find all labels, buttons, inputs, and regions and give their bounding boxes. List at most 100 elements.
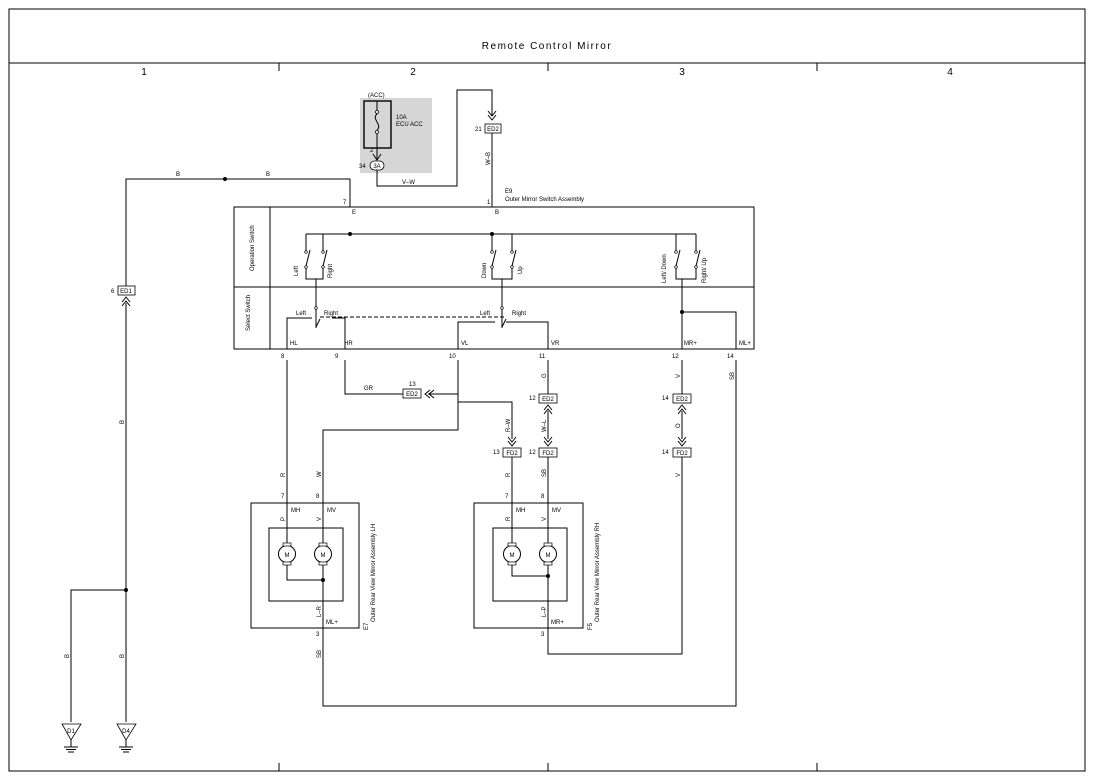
wire-lr: L–R (317, 605, 323, 617)
wire-sb1: SB (730, 372, 736, 380)
op-left: Left (294, 266, 300, 276)
wire-wl: W–L (542, 419, 548, 432)
conn-fd2-13-name: FD2 (506, 451, 518, 457)
fuse-rating: 10A (396, 115, 407, 121)
mirror-rh-m1: M (510, 553, 515, 559)
pin-vr: 11 (539, 354, 546, 360)
fuse-pin: 2 (370, 148, 374, 154)
wire-wb: W–B (486, 152, 492, 165)
mirror-lh-ml: ML+ (326, 620, 338, 626)
mirror-lh-m1: M (285, 553, 290, 559)
conn-ed2-13-pin: 13 (409, 382, 416, 388)
wire-p: P (281, 517, 287, 521)
sel-left-1: Left (296, 311, 306, 317)
wire-r3: R (506, 516, 512, 521)
mirror-lh-p7: 7 (281, 494, 285, 500)
wire-v2: V (676, 473, 682, 477)
term-hr: HR (344, 341, 353, 347)
mirror-lh-assembly (250, 502, 360, 629)
mirror-lh-name: Outer Rear View Mirror Assembly LH (371, 524, 377, 622)
mirror-lh-p3: 3 (316, 632, 320, 638)
sel-right-1: Right (324, 311, 338, 317)
conn-ed2-top-name: ED2 (487, 127, 499, 133)
conn-ed2-13-name: ED2 (406, 392, 418, 398)
wire-b-vert2: B (65, 654, 71, 658)
op-right-up: Right/ Up (702, 257, 708, 283)
conn-ed2-top-pin: 21 (475, 127, 482, 133)
top-wires (125, 89, 502, 290)
column-label-4: 4 (947, 67, 953, 78)
pin-b: 1 (487, 200, 491, 206)
wire-g: G (542, 373, 548, 378)
term-b: B (495, 210, 499, 216)
fuse-block (360, 98, 432, 173)
switch-name: Outer Mirror Switch Assembly (505, 197, 584, 203)
op-up: Up (518, 266, 524, 274)
wire-sb3: SB (317, 650, 323, 658)
op-left-down: Left/ Down (662, 254, 668, 283)
conn-ed1-pin: 6 (111, 289, 115, 295)
term-mrp: MR+ (684, 341, 697, 347)
column-label-2: 2 (410, 67, 416, 78)
fuse-name: ECU ACC (396, 122, 423, 128)
wire-vw: V–W (402, 180, 415, 186)
wire-r2: R (506, 472, 512, 477)
ground-symbols (61, 723, 137, 753)
wire-lp: L–P (542, 606, 548, 617)
mirror-lh-id: E7 (364, 622, 370, 630)
conn-ed2-12-pin: 12 (529, 396, 536, 402)
switch-id: E9 (505, 189, 513, 195)
mirror-lh-mh: MH (291, 508, 300, 514)
pin-hl: 8 (281, 354, 285, 360)
term-e: E (352, 210, 356, 216)
conn-fd2-12-pin: 12 (529, 450, 536, 456)
op-down: Down (482, 263, 488, 278)
conn-fd2-13-pin: 13 (493, 450, 500, 456)
wire-v3: V (317, 517, 323, 521)
wire-v1: V (676, 374, 682, 378)
conn-ed2-12-name: ED2 (542, 397, 554, 403)
mirror-rh-p7: 7 (505, 494, 509, 500)
wire-b-top1: B (176, 172, 180, 178)
select-switch-label: Select Switch (246, 295, 252, 331)
column-label-3: 3 (679, 67, 685, 78)
pin-e: 7 (343, 200, 347, 206)
lower-wires (70, 285, 737, 722)
switch-assembly (233, 206, 755, 350)
term-vl: VL (461, 341, 469, 347)
conn-fd2-14-name: FD2 (676, 451, 688, 457)
mirror-lh-m2: M (321, 553, 326, 559)
conn-ed2-14-pin: 14 (662, 396, 669, 402)
term-mlp: ML+ (739, 341, 751, 347)
mirror-rh-mv: MV (552, 508, 561, 514)
conn-fd2-14-pin: 14 (662, 450, 669, 456)
mirror-rh-id: F5 (588, 622, 594, 630)
mirror-rh-p3: 3 (541, 632, 545, 638)
mirror-lh-mv: MV (327, 508, 336, 514)
pin-mlp: 14 (727, 354, 734, 360)
conn-ed2-14-name: ED2 (676, 397, 688, 403)
wire-b-vert3: B (120, 654, 126, 658)
mirror-rh-mr: MR+ (551, 620, 564, 626)
wire-b-vert1: B (120, 420, 126, 424)
mirror-rh-m2: M (546, 553, 551, 559)
operation-switch-label: Operation Switch (250, 225, 256, 271)
op-right: Right (328, 264, 334, 278)
fuse-acc-label: (ACC) (368, 93, 385, 99)
wire-w1: W (317, 471, 323, 477)
wire-sb2: SB (542, 469, 548, 477)
mirror-lh-p8: 8 (316, 494, 320, 500)
wire-rw: R–W (506, 418, 512, 432)
fuse-conn: 3A (373, 164, 380, 170)
conn-fd2-12-name: FD2 (542, 451, 554, 457)
pin-hr: 9 (335, 354, 339, 360)
wire-r1: R (281, 472, 287, 477)
wire-b-top2: B (266, 172, 270, 178)
wire-v4: V (542, 517, 548, 521)
mirror-rh-assembly (473, 502, 584, 629)
wire-o: O (676, 423, 682, 428)
pin-mrp: 12 (672, 354, 679, 360)
ground-d1: D1 (67, 729, 75, 735)
wire-gr: GR (364, 386, 374, 392)
